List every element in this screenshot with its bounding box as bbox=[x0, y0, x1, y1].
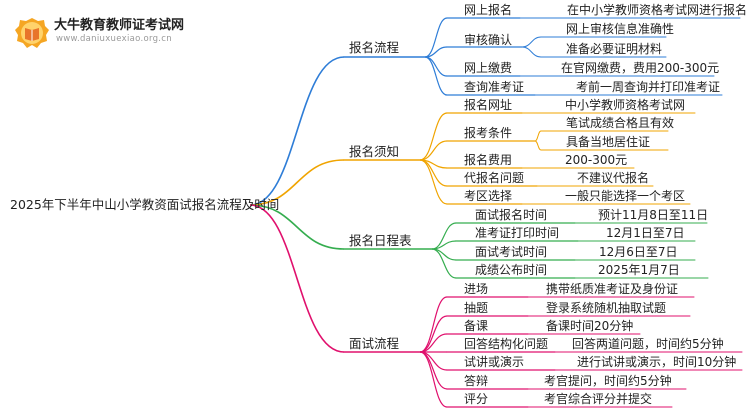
node-exam-area: 考区选择 bbox=[464, 189, 513, 203]
root-connector-0 bbox=[249, 56, 345, 206]
leaf-connector-0-1-0 bbox=[521, 36, 542, 48]
leaf-eligibility-written: 笔试成绩合格且有效 bbox=[566, 116, 675, 130]
leaf-proxy-registration: 不建议代报名 bbox=[577, 171, 650, 185]
item-connector-2-3 bbox=[431, 248, 457, 279]
item-connector-3-5 bbox=[419, 351, 448, 390]
node-draw-question: 抽题 bbox=[464, 301, 489, 315]
branch-registration-process: 报名流程 bbox=[349, 40, 400, 55]
node-online-payment: 网上缴费 bbox=[464, 61, 513, 75]
brand-url: www.daniuxuexiao.org.cn bbox=[56, 34, 172, 44]
leaf-connector-1-1-1 bbox=[534, 140, 542, 151]
item-connector-1-0 bbox=[419, 112, 448, 161]
node-fee: 报名费用 bbox=[464, 153, 513, 167]
leaf-registration-website: 中小学教师资格考试网 bbox=[565, 98, 686, 112]
item-connector-0-0 bbox=[424, 17, 448, 58]
branch-registration-notes: 报名须知 bbox=[349, 144, 400, 159]
branch-interview-process: 面试流程 bbox=[349, 336, 400, 351]
brand-title: 大牛教育教师证考试网 bbox=[54, 18, 185, 33]
leaf-connector-0-1-1 bbox=[521, 46, 542, 58]
node-registration-website: 报名网址 bbox=[464, 98, 513, 112]
leaf-online-registration: 在中小学教师资格考试网进行报名 bbox=[567, 3, 748, 17]
leaf-exam-area: 一般只能选择一个考区 bbox=[565, 189, 686, 203]
leaf-entry: 携带纸质准考证及身份证 bbox=[546, 282, 679, 296]
leaf-draw-question: 登录系统随机抽取试题 bbox=[546, 301, 667, 315]
leaf-fee: 200-300元 bbox=[565, 153, 628, 167]
item-connector-0-1 bbox=[424, 46, 448, 58]
node-interview-exam-time: 面试考试时间 bbox=[475, 245, 548, 259]
item-connector-0-3 bbox=[424, 56, 448, 96]
item-connector-3-6 bbox=[419, 351, 448, 408]
leaf-online-payment: 在官网缴费，费用200-300元 bbox=[561, 61, 720, 75]
leaf-lesson-prep: 备课时间20分钟 bbox=[546, 319, 634, 333]
leaf-review-documents: 准备必要证明材料 bbox=[566, 42, 663, 56]
node-eligibility: 报考条件 bbox=[464, 126, 513, 140]
node-structured-questions: 回答结构化问题 bbox=[464, 337, 549, 351]
leaf-structured-questions: 回答两道问题，时间约5分钟 bbox=[572, 337, 724, 351]
node-defense: 答辩 bbox=[464, 374, 489, 388]
node-review-confirm: 审核确认 bbox=[464, 33, 513, 47]
leaf-teaching-demo: 进行试讲或演示，时间10分钟 bbox=[577, 355, 737, 369]
item-connector-1-4 bbox=[419, 159, 448, 205]
branch-schedule: 报名日程表 bbox=[349, 233, 412, 248]
leaf-defense: 考官提问，时间约5分钟 bbox=[544, 374, 672, 388]
node-admission-ticket: 查询准考证 bbox=[464, 80, 525, 94]
item-connector-3-1 bbox=[419, 315, 448, 353]
node-entry: 进场 bbox=[464, 282, 489, 296]
node-ticket-print-time: 准考证打印时间 bbox=[475, 226, 560, 240]
node-scoring: 评分 bbox=[464, 392, 489, 406]
node-online-registration: 网上报名 bbox=[464, 3, 513, 17]
leaf-eligibility-residence: 具备当地居住证 bbox=[566, 135, 651, 149]
node-result-release-time: 成绩公布时间 bbox=[475, 263, 548, 277]
leaf-scoring: 考官综合评分并提交 bbox=[544, 392, 653, 406]
leaf-ticket-print-time: 12月1日至7日 bbox=[606, 226, 685, 240]
brand-logo-icon bbox=[14, 16, 50, 50]
leaf-connector-1-1-0 bbox=[534, 130, 542, 142]
root-connector-1 bbox=[249, 159, 345, 206]
leaf-admission-ticket: 考前一周查询并打印准考证 bbox=[576, 80, 721, 94]
leaf-review-online: 网上审核信息准确性 bbox=[566, 22, 675, 36]
root-topic: 2025年下半年中山小学教资面试报名流程及时间 bbox=[10, 197, 280, 212]
leaf-result-release-time: 2025年1月7日 bbox=[598, 263, 680, 277]
node-lesson-prep: 备课 bbox=[464, 319, 489, 333]
node-interview-registration-time: 面试报名时间 bbox=[475, 208, 548, 222]
node-teaching-demo: 试讲或演示 bbox=[464, 355, 525, 369]
leaf-interview-exam-time: 12月6日至7日 bbox=[599, 245, 678, 259]
root-connector-3 bbox=[249, 204, 345, 353]
item-connector-0-2 bbox=[424, 56, 448, 77]
leaf-interview-registration-time: 预计11月8日至11日 bbox=[598, 208, 709, 222]
node-proxy-registration: 代报名问题 bbox=[464, 171, 525, 185]
root-connector-2 bbox=[249, 204, 345, 250]
item-connector-1-1 bbox=[419, 140, 448, 161]
